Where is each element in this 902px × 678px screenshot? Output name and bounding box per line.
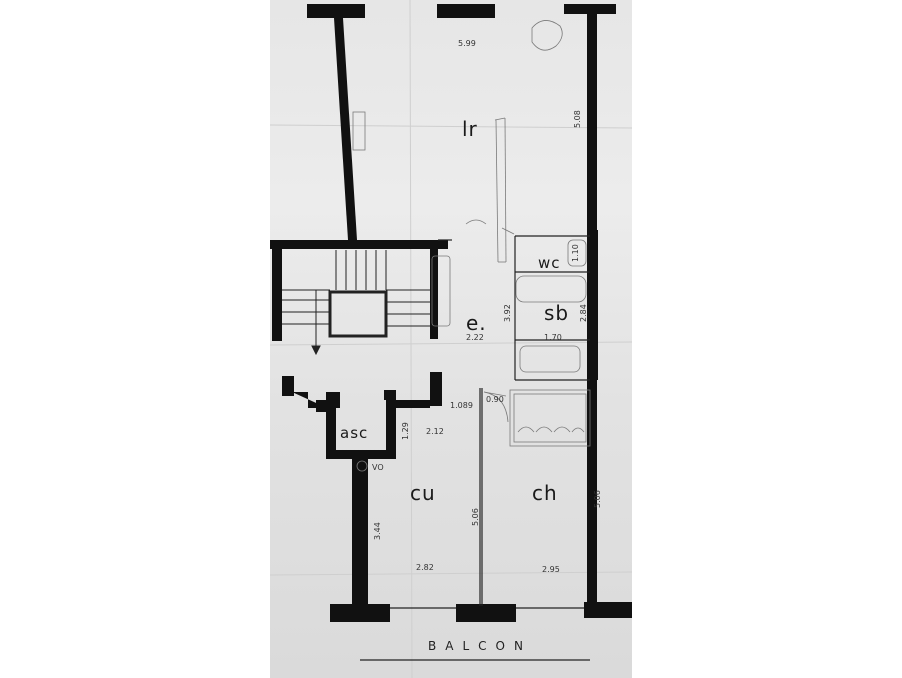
dim-living-width: 5.99 (458, 39, 476, 48)
stair-top-wall (270, 240, 448, 249)
top-wall-right (564, 4, 616, 14)
floor-plan: lr e. wc sb asc cu ch BALCON 5.99 5.08 2… (270, 0, 632, 678)
paper-folds (270, 0, 632, 678)
corridor-right-wall (430, 249, 438, 339)
dim-bedroom-width: 2.95 (542, 565, 560, 574)
dim-bath-width: 1.70 (544, 333, 562, 342)
room-bath-label: sb (544, 301, 569, 325)
partitions (360, 235, 590, 661)
elevator-shaft-left (326, 396, 336, 458)
column-left (282, 376, 294, 396)
balcony-pier-left (330, 604, 390, 622)
dimensions: 5.99 5.08 2.22 3.92 1.10 1.70 2.84 1.089… (372, 39, 602, 574)
room-bedroom-label: ch (532, 481, 558, 505)
dim-kitchen-side: 3.44 (373, 522, 382, 540)
dim-corridor-side: 1.29 (401, 422, 410, 440)
dim-living-side: 5.08 (573, 110, 582, 128)
right-outer-wall (587, 14, 597, 614)
shaft-cap (396, 400, 430, 408)
dim-kitchen-width: 2.82 (416, 563, 434, 572)
living-left-wall (334, 18, 357, 240)
room-elevator-label: asc (340, 424, 368, 442)
stair-left-wall (272, 249, 282, 341)
dim-bath-side: 2.84 (579, 304, 588, 322)
balcony-pier-right (584, 602, 632, 618)
balcony-pier-mid (456, 604, 516, 622)
pencil-sketches (352, 20, 591, 472)
balcony-label: BALCON (428, 639, 532, 653)
top-wall-left (307, 4, 365, 18)
walls (270, 4, 632, 622)
room-wc-label: wc (538, 254, 561, 272)
room-living-label: lr (462, 117, 478, 141)
elevator-shaft-right (386, 396, 396, 458)
dim-entry-side: 3.92 (503, 304, 512, 322)
dim-entry-width: 2.22 (466, 333, 484, 342)
dim-corridor-width: 2.12 (426, 427, 444, 436)
staircase (282, 250, 430, 356)
dim-wardrobe: 0.90 (486, 395, 504, 404)
dim-bedroom-side: 5.06 (593, 490, 602, 508)
elevator-shaft-bottom (326, 450, 396, 459)
kitchen-left-wall (352, 458, 368, 608)
room-kitchen-label: cu (410, 481, 436, 505)
floor-plan-sheet: lr e. wc sb asc cu ch BALCON 5.99 5.08 2… (270, 0, 632, 678)
room-labels: lr e. wc sb asc cu ch BALCON (340, 117, 569, 653)
room-entry-label: e. (466, 311, 487, 335)
dim-vo: VO (372, 463, 384, 472)
bath-right-wall (594, 230, 598, 380)
shaft-top-left (384, 390, 396, 400)
dim-kitchen-mid: 5.06 (471, 508, 480, 526)
dim-corridor: 1.089 (450, 401, 473, 410)
top-wall-mid (437, 4, 495, 18)
dim-wc-width: 1.10 (571, 244, 580, 262)
column-right (430, 372, 442, 406)
